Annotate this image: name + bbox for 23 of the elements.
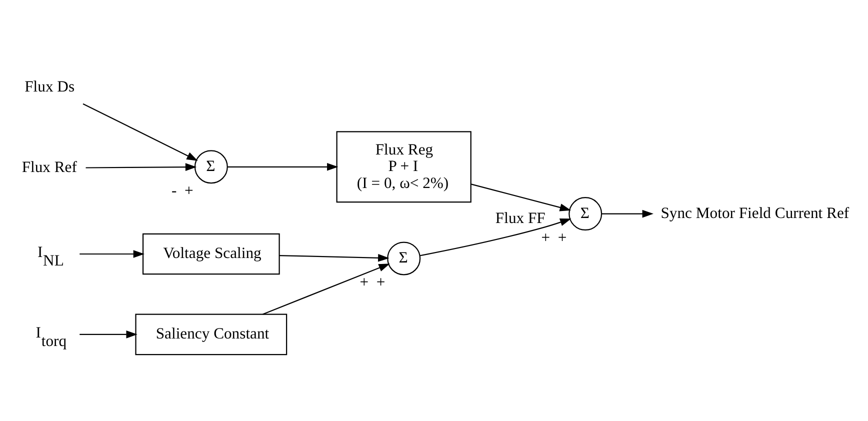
arrow [80, 330, 138, 338]
arrow [80, 250, 145, 258]
node-circle: Σ [568, 196, 602, 230]
node-text: Sync Motor Field Current Ref [660, 204, 850, 222]
node-label: - + [172, 182, 194, 200]
arrow [279, 253, 390, 262]
arrow [86, 162, 197, 170]
arrow [82, 102, 198, 160]
node-circle: Σ [387, 241, 421, 275]
arrow [262, 263, 390, 314]
node-box: Flux Reg P + I (I = 0, ω< 2%) [336, 130, 472, 202]
node-box: Saliency Constant [135, 313, 288, 355]
node-text: Flux Ref [22, 158, 77, 176]
node-circle: Σ [194, 150, 228, 184]
arrow [420, 218, 572, 256]
node-box: Voltage Scaling [142, 232, 280, 274]
arrow [471, 183, 572, 211]
arrow [228, 162, 338, 170]
arrow [602, 209, 654, 218]
edge-label: Flux FF [495, 209, 546, 226]
node-text: Flux Ds [24, 78, 75, 96]
node-label: + + [360, 274, 386, 291]
node-label: + + [541, 229, 567, 246]
